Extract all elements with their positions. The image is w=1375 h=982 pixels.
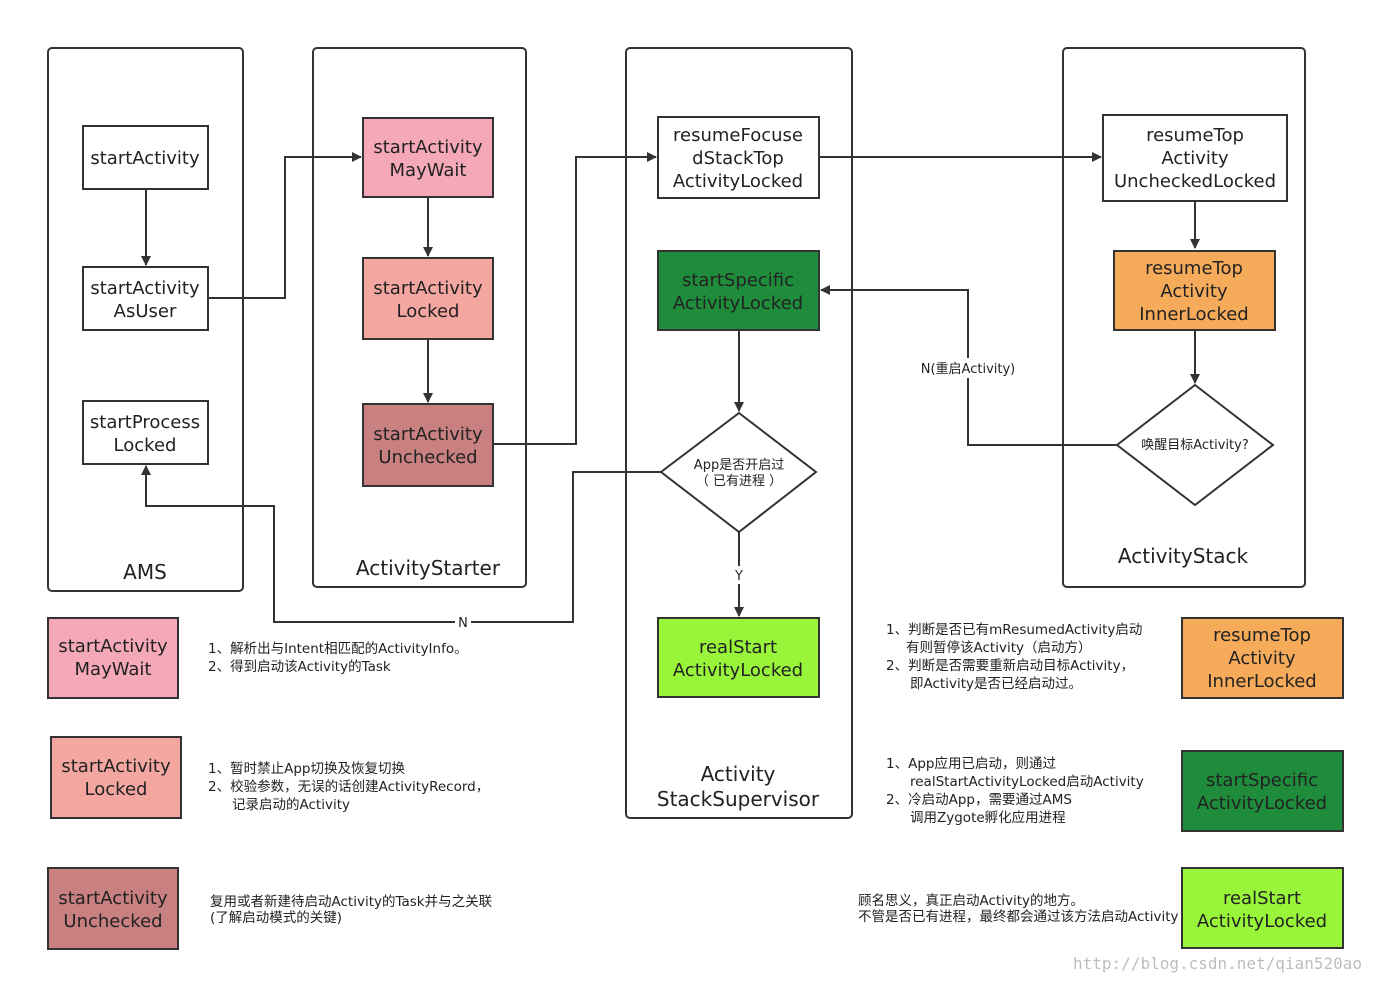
node-real-start-label-1: realStart: [699, 637, 777, 658]
node-start-process-locked: [82, 400, 209, 465]
legend-locked-note-3: 记录启动的Activity: [232, 797, 350, 813]
node-unchecked: [362, 403, 494, 487]
node-unchecked-label-2: Unchecked: [378, 447, 477, 468]
node-as-user-label-1: startActivity: [90, 278, 200, 299]
legend-maywait-box: [47, 617, 179, 699]
node-top-inner-label-2: Activity: [1160, 281, 1228, 302]
legend-locked-note-2: 2、校验参数，无误的话创建ActivityRecord，: [208, 778, 489, 795]
legend-locked-label-1: startActivity: [61, 756, 171, 777]
node-real-start: [657, 617, 820, 698]
edge-unchecked-to-resume: [493, 152, 657, 445]
legend-real-label-1: realStart: [1223, 888, 1301, 909]
node-specific: [657, 250, 820, 331]
node-specific-label-1: startSpecific: [682, 270, 794, 291]
lane-supervisor: [625, 47, 853, 819]
legend-real-note-2: 不管是否已有进程，最终都会通过该方法启动Activity: [858, 909, 1179, 925]
lane-stack: [1062, 47, 1306, 588]
node-process-label-2: Locked: [114, 435, 177, 456]
node-resume-focused: [657, 116, 820, 199]
node-real-start-label-2: ActivityLocked: [673, 660, 803, 681]
lane-ams-label: AMS: [123, 560, 167, 584]
node-resume-top-inner: [1113, 250, 1276, 331]
node-start-activity: [82, 125, 209, 190]
legend-inner-label-3: InnerLocked: [1207, 671, 1317, 692]
lane-supervisor-label-1: Activity: [701, 762, 776, 786]
node-resume-focused-label-3: ActivityLocked: [673, 171, 803, 192]
restart-label-bg: [917, 358, 1019, 378]
node-maywait-label-2: MayWait: [390, 160, 467, 181]
legend-inner-note-1: 1、判断是否已有mResumedActivity启动: [886, 622, 1142, 638]
edge-label-no: N: [458, 616, 468, 631]
edge-label-restart: N(重启Activity): [921, 361, 1016, 377]
legend-inner-note-3: 2、判断是否需要重新启动目标Activity，: [886, 658, 1134, 674]
legend-unchecked-note-1: 复用或者新建待启动Activity的Task并与之关联: [210, 893, 493, 910]
node-specific-label-2: ActivityLocked: [673, 293, 803, 314]
lane-starter-label: ActivityStarter: [356, 556, 501, 580]
node-maywait-label-1: startActivity: [373, 137, 483, 158]
lane-starter: [312, 47, 527, 588]
legend-unchecked-note-2: (了解启动模式的关键): [210, 910, 342, 926]
yes-label-bg: [731, 566, 747, 584]
legend-specific-note-2: realStartActivityLocked启动Activity: [910, 774, 1144, 790]
legend-maywait-note-1: 1、解析出与Intent相匹配的ActivityInfo。: [208, 641, 468, 657]
node-resume-top-unchecked: [1102, 114, 1288, 202]
node-as-user-label-2: AsUser: [114, 301, 177, 322]
node-top-inner-label-3: InnerLocked: [1139, 304, 1249, 325]
node-wake-target-decision: [1115, 383, 1275, 507]
edge-decision-no: [141, 465, 661, 623]
legend-real-note-1: 顾名思义，真正启动Activity的地方。: [858, 893, 1084, 909]
lane-supervisor-label-2: StackSupervisor: [657, 787, 820, 811]
node-app-started-label-2: （ 已有进程 ）: [696, 474, 782, 489]
legend-inner-note-2: 有则暂停该Activity（启动方）: [906, 639, 1092, 656]
legend-locked-box: [50, 736, 182, 819]
watermark: http://blog.csdn.net/qian520ao: [1073, 954, 1362, 973]
node-process-label-1: startProcess: [90, 412, 200, 433]
no-label-bg: [455, 614, 471, 630]
node-unchecked-label-1: startActivity: [373, 424, 483, 445]
legend-real-label-2: ActivityLocked: [1197, 911, 1327, 932]
legend-specific-label-2: ActivityLocked: [1197, 793, 1327, 814]
node-app-started-label-1: App是否开启过: [694, 458, 784, 473]
legend-locked-note-1: 1、暂时禁止App切换及恢复切换: [208, 760, 405, 777]
edge-asuser-to-maywait: [208, 152, 362, 299]
node-resume-focused-label-1: resumeFocuse: [673, 125, 803, 146]
node-start-activity-as-user: [82, 266, 209, 331]
legend-inner-note-4: 即Activity是否已经启动过。: [910, 676, 1082, 692]
legend-real-box: [1181, 867, 1344, 949]
edge-label-yes: Y: [734, 569, 743, 584]
node-locked: [362, 257, 494, 340]
node-locked-label-1: startActivity: [373, 278, 483, 299]
node-start-activity-label: startActivity: [90, 148, 200, 169]
node-top-unchecked-label-1: resumeTop: [1146, 125, 1244, 146]
legend-maywait-label-1: startActivity: [58, 636, 168, 657]
node-top-unchecked-label-2: Activity: [1161, 148, 1229, 169]
node-top-inner-label-1: resumeTop: [1145, 258, 1243, 279]
node-maywait: [362, 117, 494, 198]
legend-specific-note-3: 2、冷启动App，需要通过AMS: [886, 792, 1072, 808]
legend-locked-label-2: Locked: [85, 779, 148, 800]
legend-unchecked-label-2: Unchecked: [63, 911, 162, 932]
legend-maywait-label-2: MayWait: [75, 659, 152, 680]
legend-inner-box: [1181, 617, 1344, 699]
node-top-unchecked-label-3: UncheckedLocked: [1114, 171, 1276, 192]
legend-maywait-note-2: 2、得到启动该Activity的Task: [208, 658, 391, 675]
connectors: [141, 152, 1200, 623]
legend-unchecked-label-1: startActivity: [58, 888, 168, 909]
legend-specific-note-1: 1、App应用已启动，则通过: [886, 755, 1056, 772]
legend-unchecked-box: [47, 867, 179, 950]
legend-specific-box: [1181, 750, 1344, 832]
node-locked-label-2: Locked: [397, 301, 460, 322]
node-app-started-decision: [659, 411, 818, 534]
legend-specific-label-1: startSpecific: [1206, 770, 1318, 791]
node-wake-target-label: 唤醒目标Activity?: [1141, 438, 1249, 453]
legend-inner-label-2: Activity: [1228, 648, 1296, 669]
lane-stack-label: ActivityStack: [1118, 544, 1249, 568]
lane-ams: [47, 47, 244, 592]
legend-specific-note-4: 调用Zygote孵化应用进程: [910, 809, 1066, 826]
legend-inner-label-1: resumeTop: [1213, 625, 1311, 646]
node-resume-focused-label-2: dStackTop: [692, 148, 784, 169]
